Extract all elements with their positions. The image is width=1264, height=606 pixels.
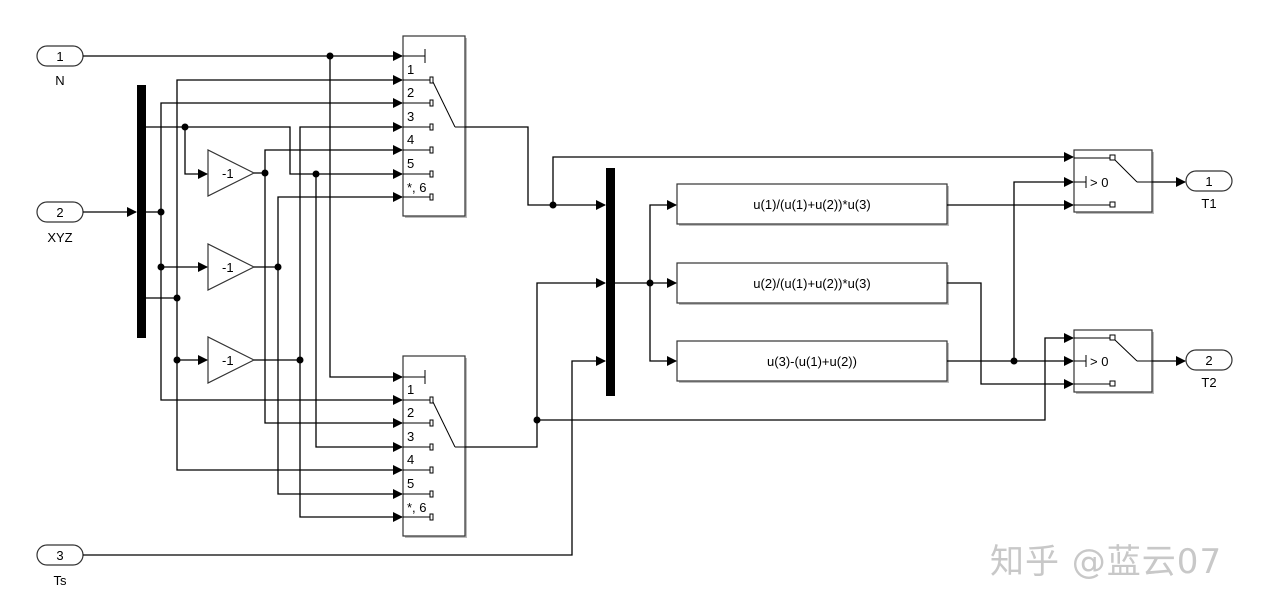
port-label: 2 xyxy=(407,405,414,420)
outport-label: T1 xyxy=(1201,196,1216,211)
fcn-block-2[interactable]: u(2)/(u(1)+u(2))*u(3) xyxy=(676,262,949,305)
port-label: 2 xyxy=(407,85,414,100)
outport-number: 2 xyxy=(1205,353,1212,368)
gain-value: -1 xyxy=(222,353,234,368)
fcn-expression: u(2)/(u(1)+u(2))*u(3) xyxy=(753,276,870,291)
outport-label: T2 xyxy=(1201,375,1216,390)
inport-number: 2 xyxy=(56,205,63,220)
port-label: *, 6 xyxy=(407,500,427,515)
gain-block-2[interactable]: -1 xyxy=(207,243,256,291)
port-label: 5 xyxy=(407,156,414,171)
watermark: 知乎 @蓝云07 xyxy=(990,542,1223,582)
port-label: 4 xyxy=(407,132,414,147)
port-label: 5 xyxy=(407,476,414,491)
fcn-block-1[interactable]: u(1)/(u(1)+u(2))*u(3) xyxy=(676,183,949,226)
inport-label: Ts xyxy=(54,573,68,588)
gain-value: -1 xyxy=(222,166,234,181)
gain-value: -1 xyxy=(222,260,234,275)
mux-block[interactable] xyxy=(606,168,615,396)
port-label: 4 xyxy=(407,452,414,467)
port-label: 1 xyxy=(407,382,414,397)
fcn-block-3[interactable]: u(3)-(u(1)+u(2)) xyxy=(676,340,949,383)
demux-block[interactable] xyxy=(137,85,146,338)
multiport-switch-2[interactable]: 1 2 3 4 5 *, 6 xyxy=(402,355,467,538)
fcn-expression: u(1)/(u(1)+u(2))*u(3) xyxy=(753,197,870,212)
switch-block-1[interactable]: > 0 xyxy=(1073,149,1154,214)
outport-T1[interactable]: 1 T1 xyxy=(1185,170,1233,211)
port-label: 3 xyxy=(407,109,414,124)
inport-number: 3 xyxy=(56,548,63,563)
inport-XYZ[interactable]: 2 XYZ xyxy=(36,201,84,245)
port-label: 1 xyxy=(407,62,414,77)
outport-number: 1 xyxy=(1205,174,1212,189)
switch-threshold: > 0 xyxy=(1090,354,1108,369)
inport-number: 1 xyxy=(56,49,63,64)
junction-dots xyxy=(157,52,1018,424)
switch-block-2[interactable]: > 0 xyxy=(1073,329,1154,394)
outport-T2[interactable]: 2 T2 xyxy=(1185,349,1233,390)
multiport-switch-1[interactable]: 1 2 3 4 5 *, 6 xyxy=(402,35,467,218)
inport-label: XYZ xyxy=(47,230,72,245)
signal-lines xyxy=(83,51,1186,556)
port-label: *, 6 xyxy=(407,180,427,195)
gain-block-3[interactable]: -1 xyxy=(207,336,256,384)
inport-Ts[interactable]: 3 Ts xyxy=(36,544,84,588)
inport-N[interactable]: 1 N xyxy=(36,45,84,88)
fcn-expression: u(3)-(u(1)+u(2)) xyxy=(767,354,857,369)
port-label: 3 xyxy=(407,429,414,444)
switch-threshold: > 0 xyxy=(1090,175,1108,190)
gain-block-1[interactable]: -1 xyxy=(207,149,256,197)
inport-label: N xyxy=(55,73,64,88)
